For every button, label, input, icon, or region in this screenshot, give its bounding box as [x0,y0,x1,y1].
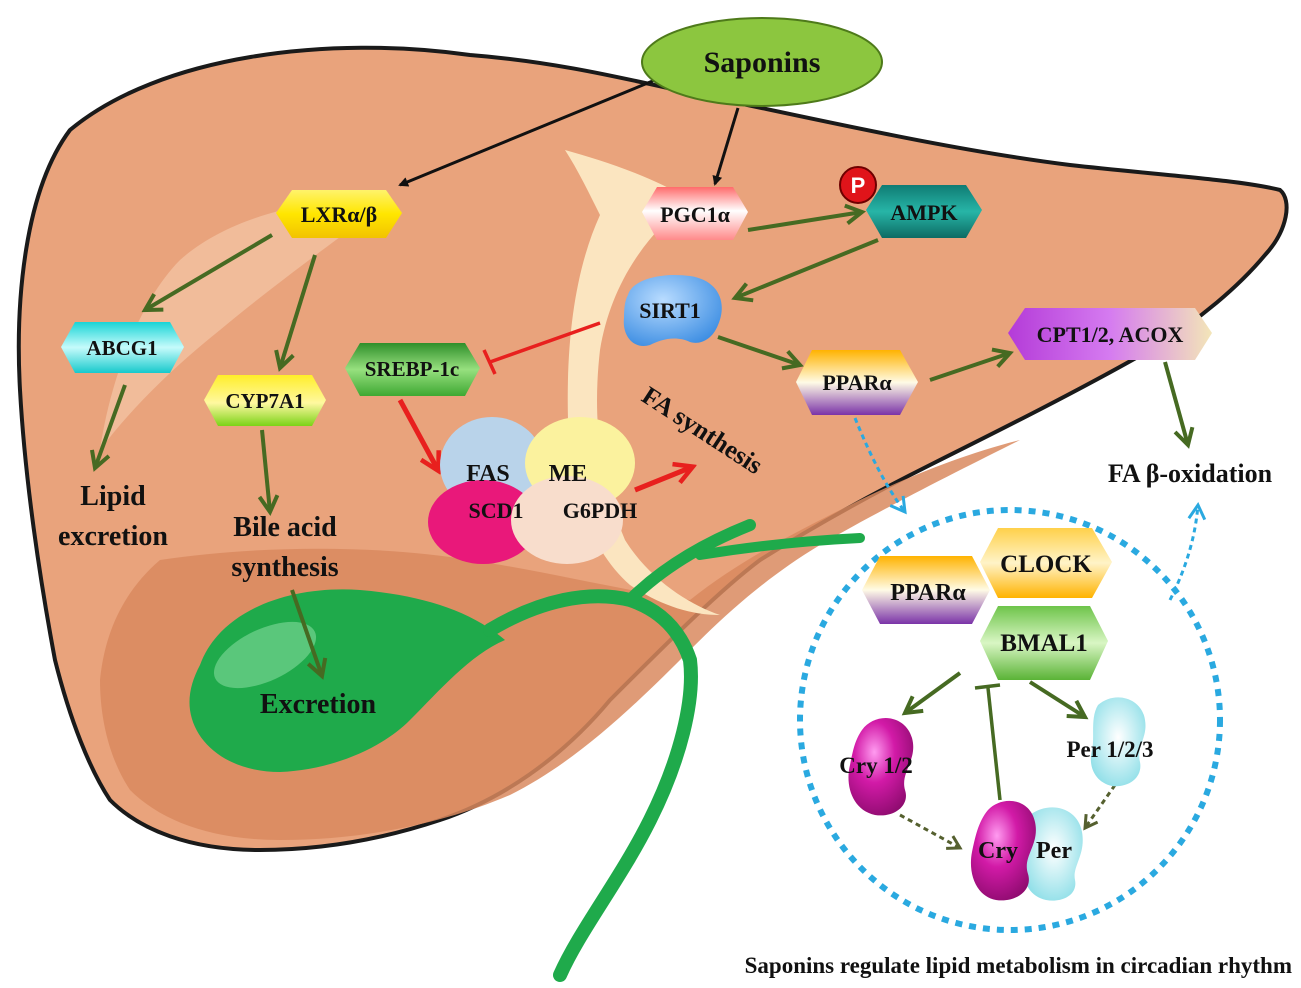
bile-acid-line2: synthesis [231,552,338,583]
cpt-label: CPT1/2, ACOX [1037,322,1184,347]
abcg1-node [61,322,184,373]
ampk-node [866,185,982,238]
arrow-bmal-cry [905,671,962,713]
inhibit-bar-bmal [974,683,1001,690]
cry12-label: Cry 1/2 [839,753,912,778]
bile-duct-branch-2 [695,533,865,560]
srebp1c-label: SREBP-1c [365,357,460,381]
arrow-ppara-cpt [929,353,1010,382]
scd1-enzyme [428,480,538,564]
arrow-lxr-cyp7a1 [280,254,317,368]
lxr-node [276,190,402,238]
lipid-excretion-line2: excretion [58,521,168,552]
inhibit-sirt1-srebp [489,321,601,364]
bile-acid-line1: Bile acid [233,512,337,543]
arrow-bile-excretion [290,589,322,676]
cry-complex-node [970,800,1036,901]
sirt1-node [623,274,722,346]
phospho-badge [839,166,877,204]
clock-node [980,528,1112,598]
arrow-abcg1-lipid [95,384,127,468]
arrow-bmal-per [1028,680,1085,717]
caption: Saponins regulate lipid metabolism in ci… [745,953,1292,978]
arrow-sirt1-ppara [717,335,800,365]
gallbladder-highlight [213,621,317,689]
per-complex-label: Per [1036,838,1072,864]
bmal1-node [980,606,1108,680]
arrow-lxr-abcg1 [145,233,274,310]
srebp1c-node [345,343,480,396]
cry-complex-label: Cry [978,838,1018,864]
bmal1-label: BMAL1 [1000,630,1088,657]
per123-node [1090,697,1146,787]
pgc1a-node [642,187,748,240]
bile-duct-branch [624,519,756,606]
cpt-node [1008,308,1212,360]
arrow-ampk-sirt1 [735,238,879,298]
circadian-circle [797,507,1223,933]
circle-ppara-label: PPARα [890,580,966,606]
fa-beta-label: FA β-oxidation [1108,459,1273,488]
per-complex-node [1024,807,1083,901]
arrow-enzymes-fasynth [634,467,692,493]
scd1-label: SCD1 [468,498,523,523]
sirt1-label: SIRT1 [639,298,701,323]
fas-label: FAS [466,461,510,487]
g6pdh-enzyme [511,476,623,564]
arrow-cyp7a1-bile [262,429,270,512]
arrow-saponins-lxr [398,78,656,187]
per123-label: Per 1/2/3 [1066,737,1153,762]
cyp7a1-node [204,375,326,426]
pgc1a-label: PGC1α [660,202,730,227]
clock-label: CLOCK [1000,551,1092,578]
g6pdh-label: G6PDH [563,498,638,523]
inhibit-cryper-bmal [986,687,1002,801]
ppara-node [796,350,918,415]
lxr-label: LXRα/β [301,202,377,227]
excretion-label: Excretion [260,689,377,720]
arrow-saponins-pgc1a [712,107,740,186]
ppara-label: PPARα [822,370,892,395]
ampk-label: AMPK [890,200,957,225]
me-label: ME [549,461,588,487]
cyp7a1-label: CYP7A1 [225,389,304,413]
lipid-excretion-line1: Lipid [80,481,146,512]
arrow-cry-cryper [899,813,963,850]
saponins-label: Saponins [704,46,821,79]
arrow-circle-fabeta [1168,501,1207,601]
arrow-srebp-enzymes [397,398,438,470]
arrow-ppara-circle [853,417,907,515]
phospho-label: P [851,173,866,198]
bile-duct [483,589,698,982]
saponins-node [641,17,883,107]
abcg1-label: ABCG1 [86,336,157,360]
circle-ppara-node [862,556,990,624]
arrow-per-cryper [1083,784,1117,831]
arrow-pgc1a-ampk [747,212,862,232]
arrow-cpt-fabeta [1163,361,1188,445]
cry12-node [848,718,914,816]
inhibit-bar-srebp [482,349,497,375]
